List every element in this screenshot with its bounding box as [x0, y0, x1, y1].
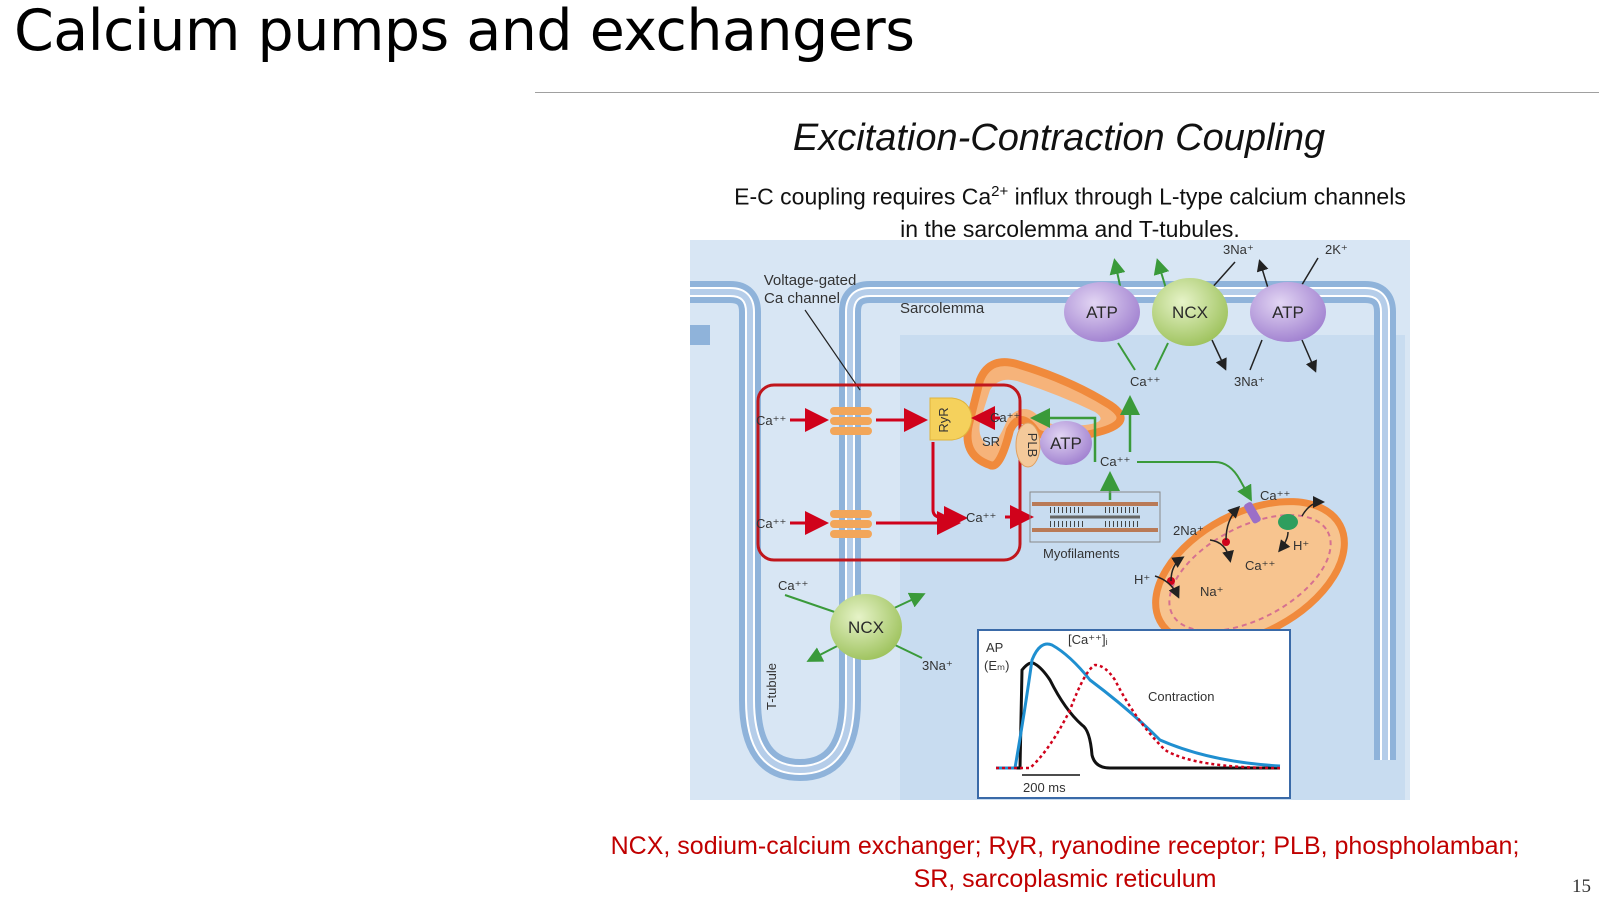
h-mito-right-label: H⁺ [1293, 538, 1309, 553]
plb-label: PLB [1025, 433, 1040, 458]
myofilaments-label: Myofilaments [1043, 546, 1120, 561]
mito-na-out-arrow [1170, 556, 1185, 582]
coupling-highlight-box [756, 383, 1022, 562]
ca-sr-label: Ca⁺⁺ [990, 410, 1020, 425]
voltage-gated-label-2: Ca channel [764, 290, 840, 307]
inset-ca-label: [Ca⁺⁺]ᵢ [1068, 632, 1108, 647]
phospholamban [1015, 422, 1041, 468]
atp-pump-right [1250, 282, 1326, 342]
ca-ncx-bottom-label: Ca⁺⁺ [778, 578, 808, 593]
ca-to-myo-label: Ca⁺⁺ [966, 510, 996, 525]
three-na-under-label: 3Na⁺ [1234, 374, 1265, 389]
three-na-bottom-label: 3Na⁺ [922, 658, 953, 673]
atp-pump-right-label: ATP [1272, 303, 1304, 322]
mito-h-out-arrow [1301, 496, 1325, 517]
na-line-under [1249, 339, 1263, 371]
mito-ca-efflux-arrow [1225, 505, 1241, 541]
figure-title: Excitation-Contraction Coupling [792, 117, 1326, 159]
slide-title: Calcium pumps and exchangers [14, 0, 915, 64]
ca-to-ncx-line [1154, 342, 1169, 371]
ncx-bottom [830, 594, 902, 660]
mitochondrion [1152, 498, 1348, 648]
calcium-transient-trace [996, 642, 1281, 770]
ca-cytosol-label: Ca⁺⁺ [1100, 454, 1130, 469]
atp-pump-left [1064, 282, 1140, 342]
title-divider [535, 92, 1599, 93]
ca-mito-top-label: Ca⁺⁺ [1260, 488, 1290, 503]
sr-label: SR [982, 434, 1000, 449]
subtitle-line-2: in the sarcolemma and T-tubules. [900, 215, 1240, 242]
na-in-line-top [1209, 261, 1236, 291]
serca-atp-pump [1040, 421, 1092, 465]
ryr-label: RyR [936, 407, 951, 432]
ca-mito-inner-label: Ca⁺⁺ [1245, 558, 1275, 573]
t-tubule-label: T-tubule [764, 663, 779, 710]
ncx-bottom-na-line [894, 644, 923, 659]
mito-h-arrow [1278, 531, 1291, 553]
caption-line-1: NCX, sodium-calcium exchanger; RyR, ryan… [610, 832, 1520, 860]
ca-to-mito-arrow [1137, 461, 1252, 502]
l-type-channel-upper [830, 407, 872, 435]
page-number: 15 [1572, 876, 1591, 897]
timecourse-inset: AP (Eₘ) [Ca⁺⁺]ᵢ Contraction 200 ms [977, 629, 1291, 799]
na-in-arrow [1211, 339, 1227, 371]
subtitle-superscript: 2+ [991, 183, 1009, 200]
h-mito-left-label: H⁺ [1134, 572, 1150, 587]
k-in-line [1299, 257, 1319, 289]
ncx-bottom-label: NCX [848, 618, 884, 637]
serca-atp-label: ATP [1050, 434, 1082, 453]
na-out-arrow-top [1256, 259, 1269, 289]
mito-na-exchange-arrow [1209, 539, 1234, 563]
figure-caption: NCX, sodium-calcium exchanger; RyR, ryan… [0, 830, 1604, 896]
ncx-top-label: NCX [1172, 303, 1208, 322]
k-in-arrow [1301, 339, 1317, 373]
sarcolemma-membrane [690, 281, 1396, 782]
myofilaments [1029, 491, 1161, 543]
atp-pump-left-label: ATP [1086, 303, 1118, 322]
ryr-to-cytosol-arrow [931, 442, 968, 530]
caption-line-2: SR, sarcoplasmic reticulum [913, 865, 1217, 893]
ncx-top [1152, 278, 1228, 346]
inset-scale-label: 200 ms [1023, 780, 1066, 795]
ca-in-upper-label: Ca⁺⁺ [756, 413, 786, 428]
serca-reuptake-arrow [1030, 408, 1097, 462]
l-type-channel-lower [830, 510, 872, 538]
figure-subtitle: E-C coupling requires Ca2+ influx throug… [0, 176, 1604, 245]
ncx-bottom-ca-out-arrow [889, 592, 926, 611]
voltage-gated-label-1: Voltage-gated [764, 272, 857, 289]
inset-em-label: (Eₘ) [984, 658, 1009, 673]
ca-under-pumps-label: Ca⁺⁺ [1130, 374, 1160, 389]
subtitle-text-a: E-C coupling requires Ca [734, 183, 992, 210]
subtitle-line-1: E-C coupling requires Ca2+ influx throug… [0, 176, 1604, 213]
mito-h-in-arrow [1154, 575, 1180, 599]
two-k-label: 2K⁺ [1325, 242, 1348, 257]
inset-ap-label: AP [986, 640, 1003, 655]
na-mito-label: Na⁺ [1200, 584, 1223, 599]
voltage-gated-pointer [804, 309, 861, 391]
ec-coupling-diagram: Voltage-gated Ca channel Sarcolemma T-tu… [690, 240, 1410, 800]
subtitle-text-b: influx through L-type calcium channels [1008, 183, 1406, 210]
ca-in-lower-label: Ca⁺⁺ [756, 516, 786, 531]
contraction-trace [996, 663, 1281, 770]
ca-to-atp-line [1117, 342, 1136, 371]
two-na-mito-label: 2Na⁺ [1173, 523, 1204, 538]
three-na-top-label: 3Na⁺ [1223, 242, 1254, 257]
inset-contraction-label: Contraction [1148, 689, 1214, 704]
sarcolemma-label: Sarcolemma [900, 300, 985, 317]
